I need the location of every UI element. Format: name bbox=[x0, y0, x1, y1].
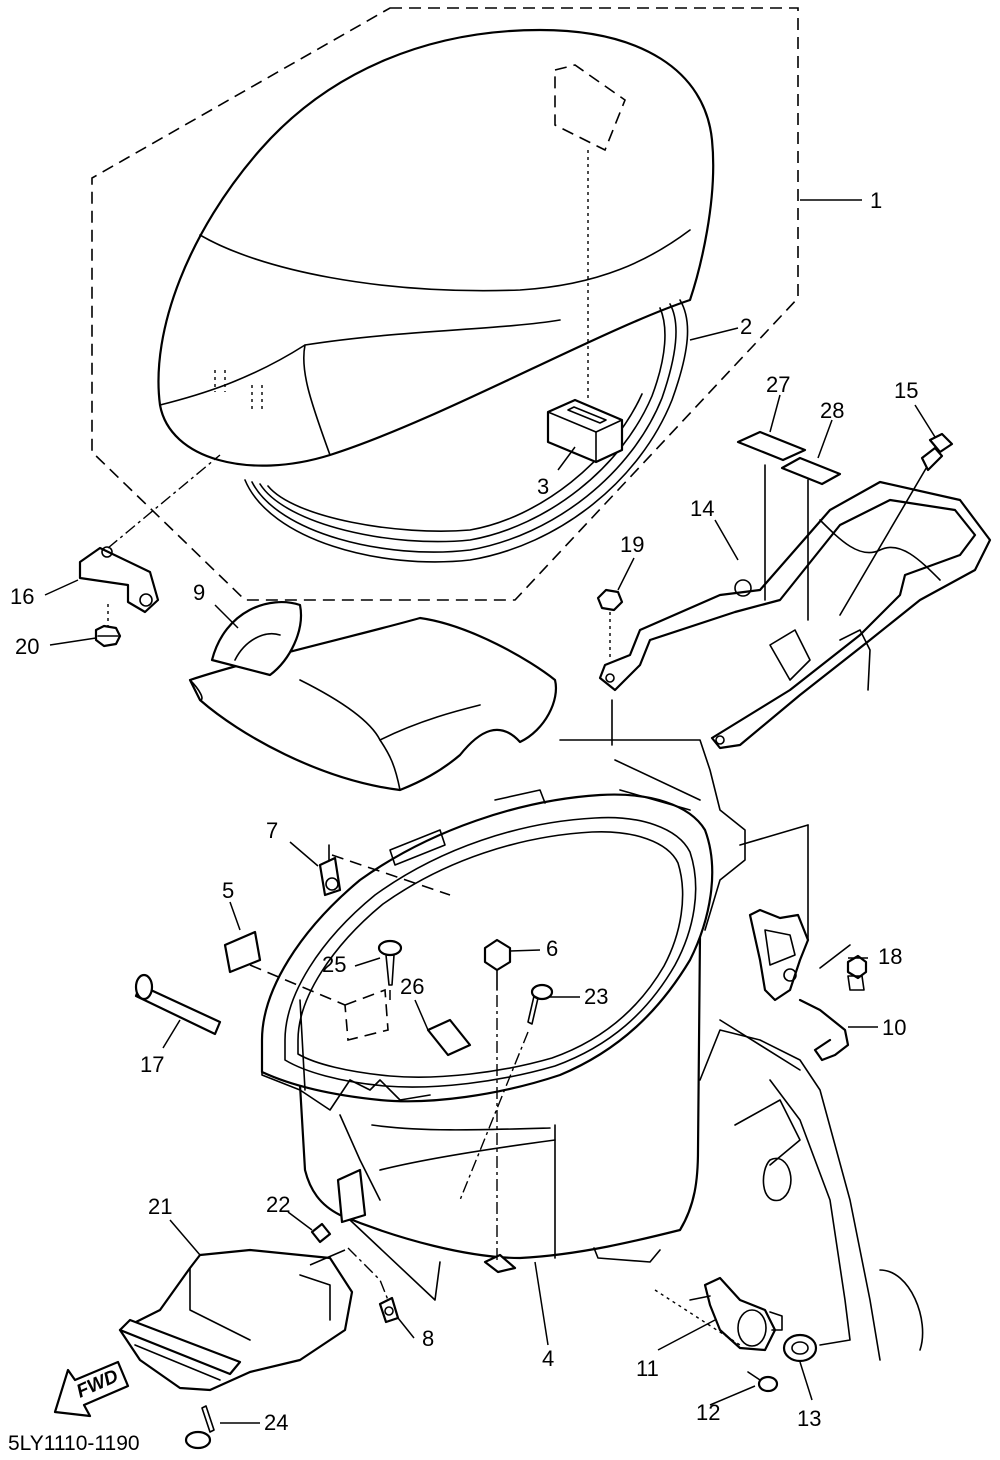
flange-nut bbox=[94, 604, 122, 648]
callout-12: 12 bbox=[696, 1400, 720, 1425]
callout-6: 6 bbox=[546, 936, 558, 961]
clip-22 bbox=[309, 1222, 346, 1266]
info-label-26 bbox=[426, 1018, 472, 1057]
callout-11: 11 bbox=[636, 1356, 659, 1381]
callout-3: 3 bbox=[537, 474, 549, 499]
callout-16: 16 bbox=[10, 584, 34, 609]
callout-17: 17 bbox=[140, 1052, 164, 1077]
rear-frame-section bbox=[699, 1019, 924, 1361]
callout-24: 24 bbox=[264, 1410, 288, 1435]
callout-2: 2 bbox=[740, 314, 752, 339]
carrier-bolt bbox=[920, 432, 954, 472]
tire-info-label bbox=[223, 930, 262, 974]
seat-cover bbox=[157, 28, 715, 467]
forward-direction-arrow: FWD bbox=[53, 1360, 130, 1418]
callout-10: 10 bbox=[882, 1015, 906, 1040]
callout-5: 5 bbox=[222, 878, 234, 903]
seat-lock-bracket bbox=[78, 454, 221, 614]
callout-13: 13 bbox=[797, 1406, 821, 1431]
callout-9: 9 bbox=[193, 580, 205, 605]
battery-cover bbox=[118, 1248, 354, 1392]
rear-carrier bbox=[598, 464, 992, 750]
callout-8: 8 bbox=[422, 1326, 434, 1351]
seat-lock-assembly bbox=[739, 824, 851, 1062]
collar-nut bbox=[596, 588, 624, 746]
long-pivot-bolt bbox=[134, 973, 222, 1036]
callout-15: 15 bbox=[894, 378, 918, 403]
callout-labels: 1 2 3 4 5 6 7 8 9 10 11 12 13 14 15 16 1… bbox=[10, 188, 918, 1435]
lock-screw bbox=[747, 1371, 779, 1393]
callout-22: 22 bbox=[266, 1192, 290, 1217]
main-switch-lock bbox=[654, 1276, 783, 1352]
callout-18: 18 bbox=[878, 944, 902, 969]
drawing-code: 5LY1110-1190 bbox=[8, 1432, 140, 1455]
callout-27: 27 bbox=[766, 372, 790, 397]
helmet-box bbox=[249, 739, 746, 1274]
seat-assembly-boundary bbox=[91, 7, 799, 601]
callout-28: 28 bbox=[820, 398, 844, 423]
flange-bolt-6 bbox=[483, 938, 512, 1260]
tapping-screw-25 bbox=[377, 939, 403, 1000]
leader-lines bbox=[44, 199, 936, 1424]
seat-damper bbox=[546, 150, 624, 464]
callout-7: 7 bbox=[266, 818, 278, 843]
seat-lock-bolt bbox=[846, 954, 868, 991]
callout-23: 23 bbox=[584, 984, 608, 1009]
speed-nut-clip bbox=[318, 844, 342, 897]
lock-washer bbox=[782, 1333, 818, 1363]
callout-1: 1 bbox=[870, 188, 882, 213]
callout-14: 14 bbox=[690, 496, 714, 521]
callout-21: 21 bbox=[148, 1194, 172, 1219]
tapping-screw-23 bbox=[459, 983, 554, 1201]
callout-20: 20 bbox=[15, 634, 39, 659]
warning-label bbox=[780, 456, 842, 486]
callout-19: 19 bbox=[620, 532, 644, 557]
callout-25: 25 bbox=[322, 952, 346, 977]
tapping-screw-24 bbox=[184, 1405, 215, 1450]
helmet-box-mat bbox=[188, 601, 558, 792]
caution-label bbox=[736, 430, 807, 462]
callout-26: 26 bbox=[400, 974, 424, 999]
callout-4: 4 bbox=[542, 1346, 554, 1371]
